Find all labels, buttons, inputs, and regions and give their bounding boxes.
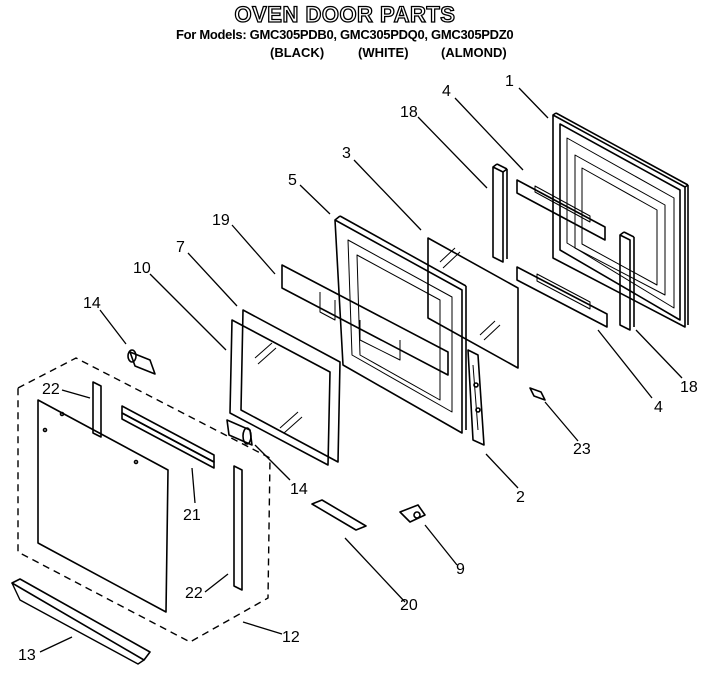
callout-1: 1 [505, 73, 514, 90]
callout-9: 9 [456, 561, 465, 578]
part-hinge-channel [467, 349, 485, 446]
part-side-trim-lower [233, 465, 243, 591]
part-vertical-trim-lower [619, 231, 635, 331]
callout-14-center: 14 [290, 481, 308, 498]
part-side-trim-upper [92, 381, 102, 438]
part-outer-door-frame [552, 112, 689, 328]
callout-18-upper: 18 [400, 104, 418, 121]
part-glass-clip-center [226, 419, 253, 446]
callout-14-left: 14 [83, 295, 101, 312]
callout-19: 19 [212, 212, 230, 229]
part-glass-pane-middle [240, 309, 341, 463]
callout-23: 23 [573, 441, 591, 458]
callout-12: 12 [282, 629, 300, 646]
page-title: OVEN DOOR PARTS [234, 1, 456, 27]
callout-20: 20 [400, 597, 418, 614]
callout-4-upper: 4 [442, 83, 451, 100]
color-label-almond: (ALMOND) [441, 45, 507, 60]
callout-7: 7 [176, 239, 185, 256]
part-spacer [529, 387, 546, 401]
part-glass-clip-left [127, 349, 156, 375]
leader-lines [39, 87, 683, 653]
callout-5: 5 [288, 172, 297, 189]
callout-18-lower: 18 [680, 379, 698, 396]
part-baffle [281, 264, 449, 376]
callout-22-upper: 22 [42, 381, 60, 398]
callout-labels: 1 4 18 3 5 19 7 10 14 22 21 14 22 12 13 … [18, 73, 698, 664]
part-channel-upper [516, 179, 606, 241]
color-label-black: (BLACK) [270, 45, 325, 60]
callout-4-lower: 4 [654, 399, 663, 416]
color-label-white: (WHITE) [358, 45, 409, 60]
callout-21: 21 [183, 507, 201, 524]
part-channel-lower [516, 266, 608, 328]
callout-10: 10 [133, 260, 151, 277]
part-door-handle [11, 578, 151, 665]
callout-2: 2 [516, 489, 525, 506]
part-glass-pane-inner [229, 319, 331, 466]
part-vertical-trim-upper [492, 163, 508, 263]
part-hinge-bracket [399, 504, 426, 523]
part-door-panel [37, 399, 169, 613]
callout-22-lower: 22 [185, 585, 203, 602]
part-inner-frame [334, 215, 467, 434]
part-glass-pane-outer [427, 237, 519, 369]
callout-13: 13 [18, 647, 36, 664]
model-list: For Models: GMC305PDB0, GMC305PDQ0, GMC3… [176, 27, 514, 42]
callout-3: 3 [342, 145, 351, 162]
part-top-channel [121, 405, 215, 469]
part-handle-trim [311, 499, 367, 531]
part-door-assembly-outline [17, 357, 271, 643]
